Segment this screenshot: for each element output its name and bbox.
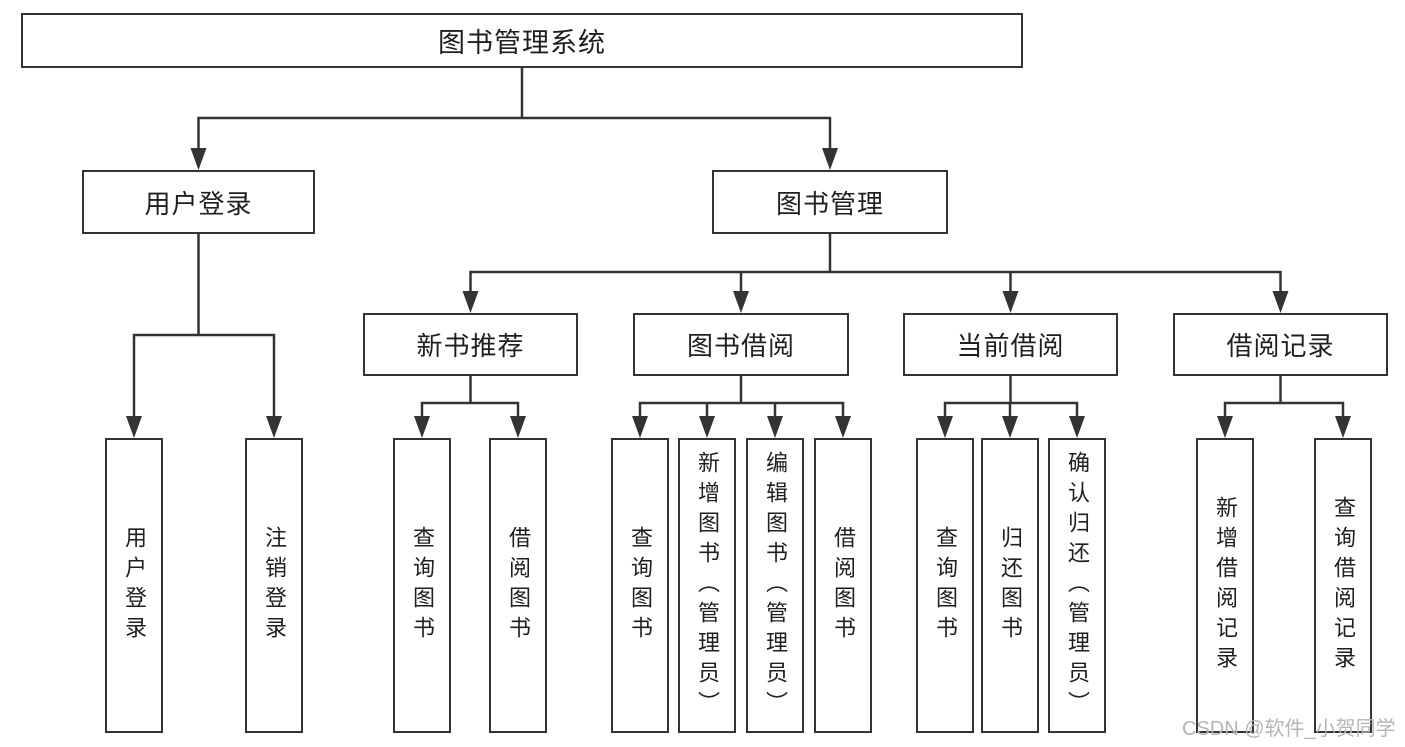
leaf-label: 查询图书 (933, 525, 958, 646)
node-user-login: 用户登录 (82, 170, 315, 234)
leaf-label: 注销登录 (262, 525, 287, 646)
arrow-heads (126, 148, 1351, 438)
leaf-add-book-admin: 新增图书（管理员） (678, 438, 736, 733)
leaf-borrow-book-recommend: 借阅图书 (489, 438, 547, 733)
node-label: 图书管理系统 (438, 28, 606, 58)
leaf-add-borrow-record: 新增借阅记录 (1196, 438, 1254, 733)
leaf-user-login: 用户登录 (105, 438, 163, 733)
node-new-book-recommend: 新书推荐 (363, 313, 578, 376)
leaf-label: 查询图书 (410, 525, 435, 646)
node-label: 新书推荐 (416, 331, 525, 361)
leaf-label: 查询图书 (628, 525, 653, 646)
leaf-label: 查询借阅记录 (1331, 495, 1356, 676)
node-label: 用户登录 (144, 188, 253, 219)
leaf-label: 编辑图书（管理员） (763, 450, 788, 721)
node-borrow-records: 借阅记录 (1173, 313, 1388, 376)
leaf-label: 新增借阅记录 (1213, 495, 1238, 676)
leaf-borrow-book: 借阅图书 (814, 438, 872, 733)
node-label: 当前借阅 (956, 331, 1065, 361)
node-library-system: 图书管理系统 (21, 13, 1023, 68)
leaf-label: 归还图书 (998, 525, 1023, 646)
csdn-watermark: CSDN @软件_小贺同学 (1182, 718, 1396, 740)
leaf-return-book: 归还图书 (981, 438, 1039, 733)
node-label: 借阅记录 (1226, 331, 1335, 361)
leaf-label: 借阅图书 (506, 525, 531, 646)
node-label: 图书管理 (775, 188, 884, 219)
leaf-query-borrow-record: 查询借阅记录 (1314, 438, 1372, 733)
node-book-borrow: 图书借阅 (633, 313, 849, 376)
leaf-label: 用户登录 (122, 525, 147, 646)
leaf-label: 新增图书（管理员） (695, 450, 720, 721)
leaf-label: 确认归还（管理员） (1065, 450, 1090, 721)
leaf-logout: 注销登录 (245, 438, 303, 733)
leaf-label: 借阅图书 (831, 525, 856, 646)
leaf-confirm-return-admin: 确认归还（管理员） (1048, 438, 1106, 733)
leaf-edit-book-admin: 编辑图书（管理员） (746, 438, 804, 733)
leaf-query-book-current: 查询图书 (916, 438, 974, 733)
connector-strokes (132, 66, 1345, 420)
node-label: 图书借阅 (686, 331, 795, 361)
leaf-query-book-borrow: 查询图书 (611, 438, 669, 733)
leaf-query-book-recommend: 查询图书 (393, 438, 451, 733)
node-current-borrow: 当前借阅 (903, 313, 1118, 376)
node-book-management: 图书管理 (712, 170, 948, 234)
